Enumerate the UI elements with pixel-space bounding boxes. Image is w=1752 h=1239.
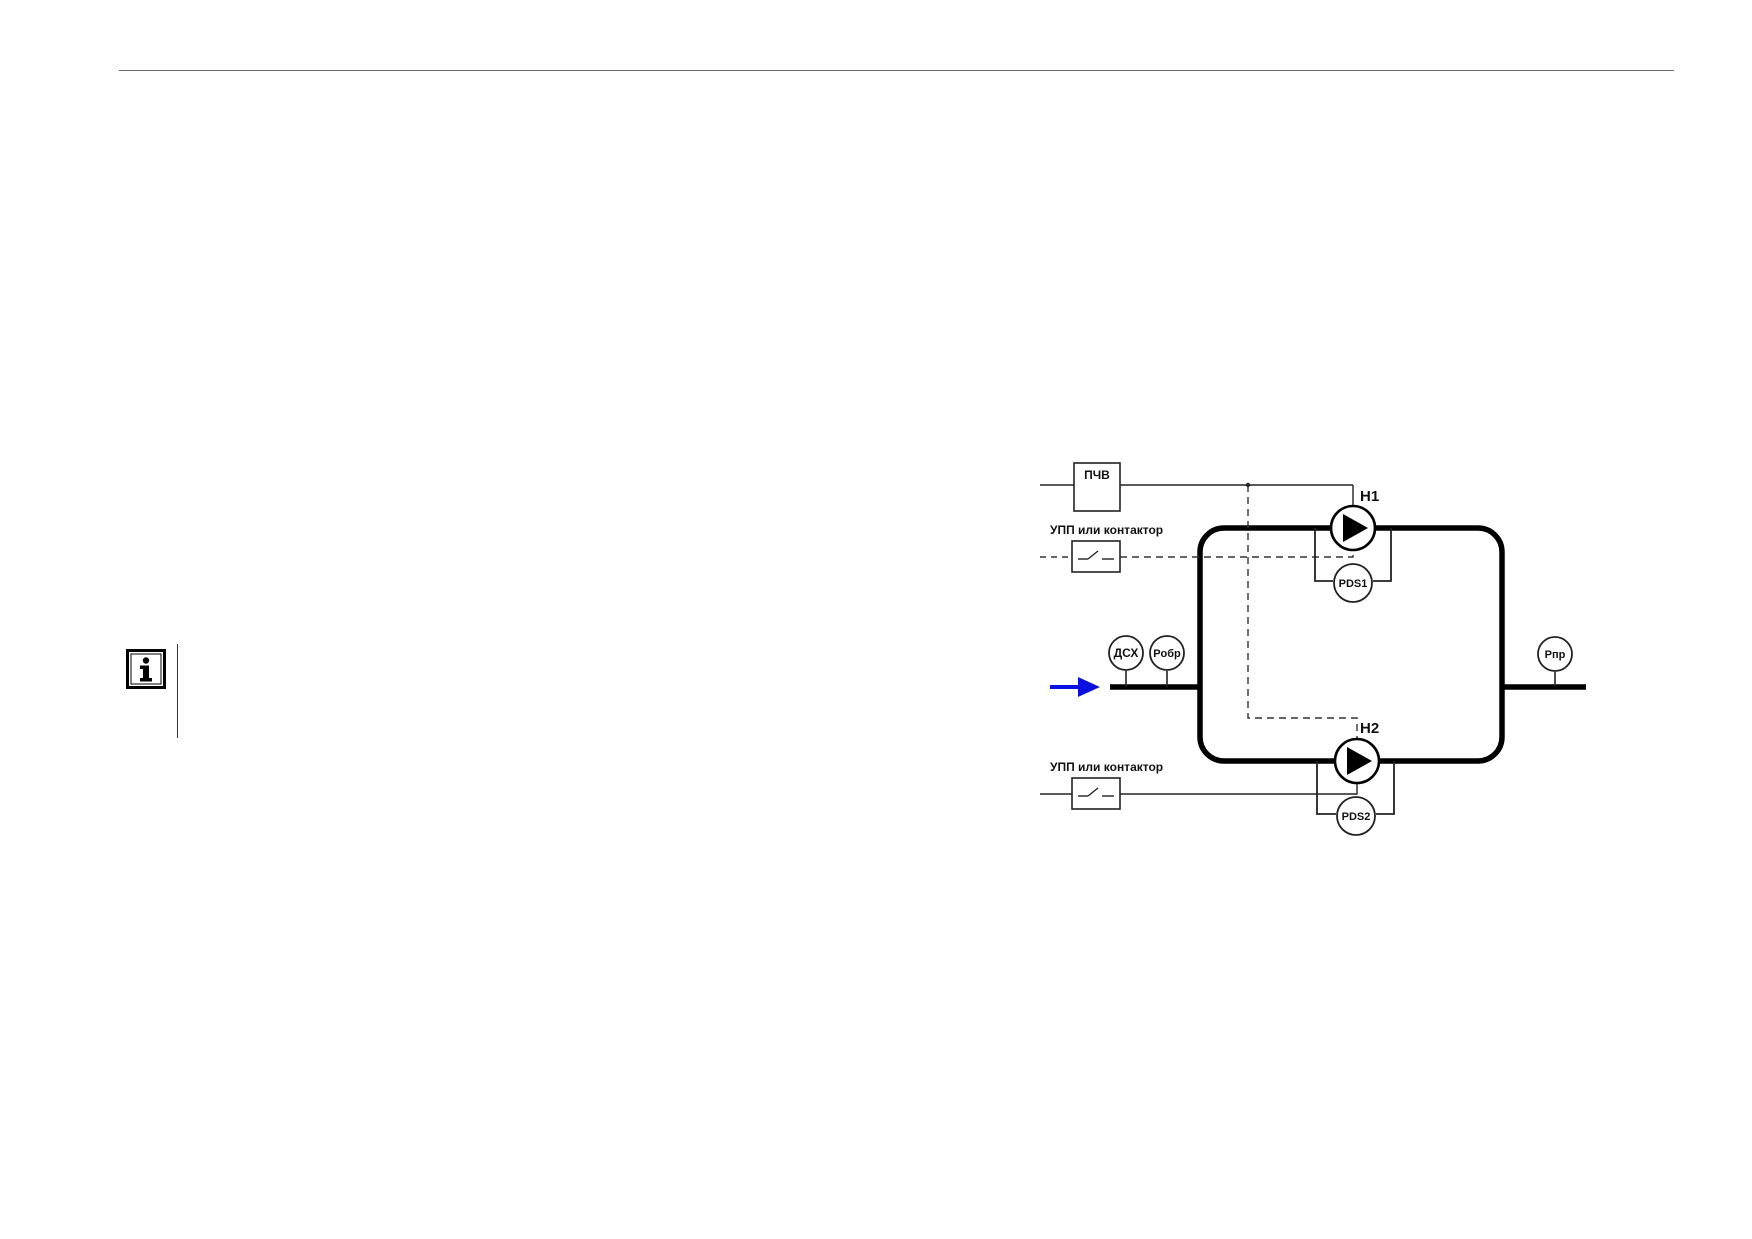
- diagram-canvas: ПЧВ УПП или контактор УПП или контактор …: [1040, 462, 1586, 836]
- pds1-label: PDS1: [1339, 578, 1368, 590]
- pds2-bypass-return: [1376, 761, 1395, 815]
- contact-2-symbol: [1078, 787, 1114, 797]
- pds1-bypass: [1314, 528, 1333, 582]
- dry-run-sensor-label: ДСХ: [1114, 646, 1139, 660]
- return-pressure-sensor: [1149, 635, 1185, 671]
- pds2-sensor: [1336, 796, 1376, 836]
- supply-pressure-label: Pпр: [1545, 649, 1566, 661]
- pds2-label: PDS2: [1342, 811, 1371, 823]
- header-rule: [119, 70, 1674, 71]
- pds1-sensor: [1333, 563, 1373, 603]
- soft-starter-1-output: [1120, 545, 1354, 558]
- info-icon: [126, 649, 166, 689]
- info-divider: [177, 644, 178, 738]
- pds2-bypass: [1316, 761, 1336, 815]
- soft-starter-1-label: УПП или контактор: [1050, 523, 1163, 537]
- soft-starter-2-box: [1071, 777, 1121, 810]
- vfd-box: [1073, 462, 1121, 512]
- return-pressure-label: Pобр: [1153, 648, 1181, 660]
- pump1-label: Н1: [1360, 488, 1379, 505]
- vfd-label: ПЧВ: [1084, 468, 1110, 482]
- soft-starter-2-output: [1120, 783, 1358, 795]
- pds1-bypass-return: [1373, 528, 1392, 582]
- contact-1-symbol: [1078, 550, 1114, 560]
- flow-arrow: [1050, 677, 1100, 697]
- vfd-to-pump2-dashed: [1247, 485, 1358, 740]
- soft-starter-2-label: УПП или контактор: [1050, 760, 1163, 774]
- pump2-symbol: [1333, 737, 1381, 785]
- info-note: [124, 644, 184, 738]
- dry-run-sensor: [1108, 635, 1144, 671]
- pump-station-diagram: ПЧВ УПП или контактор УПП или контактор …: [1030, 455, 1610, 855]
- supply-pressure-sensor: [1537, 636, 1573, 672]
- pump2-label: Н2: [1360, 720, 1379, 737]
- pipe-loop: [1197, 525, 1505, 764]
- soft-starter-1-box: [1071, 540, 1121, 573]
- pump1-symbol: [1329, 504, 1377, 552]
